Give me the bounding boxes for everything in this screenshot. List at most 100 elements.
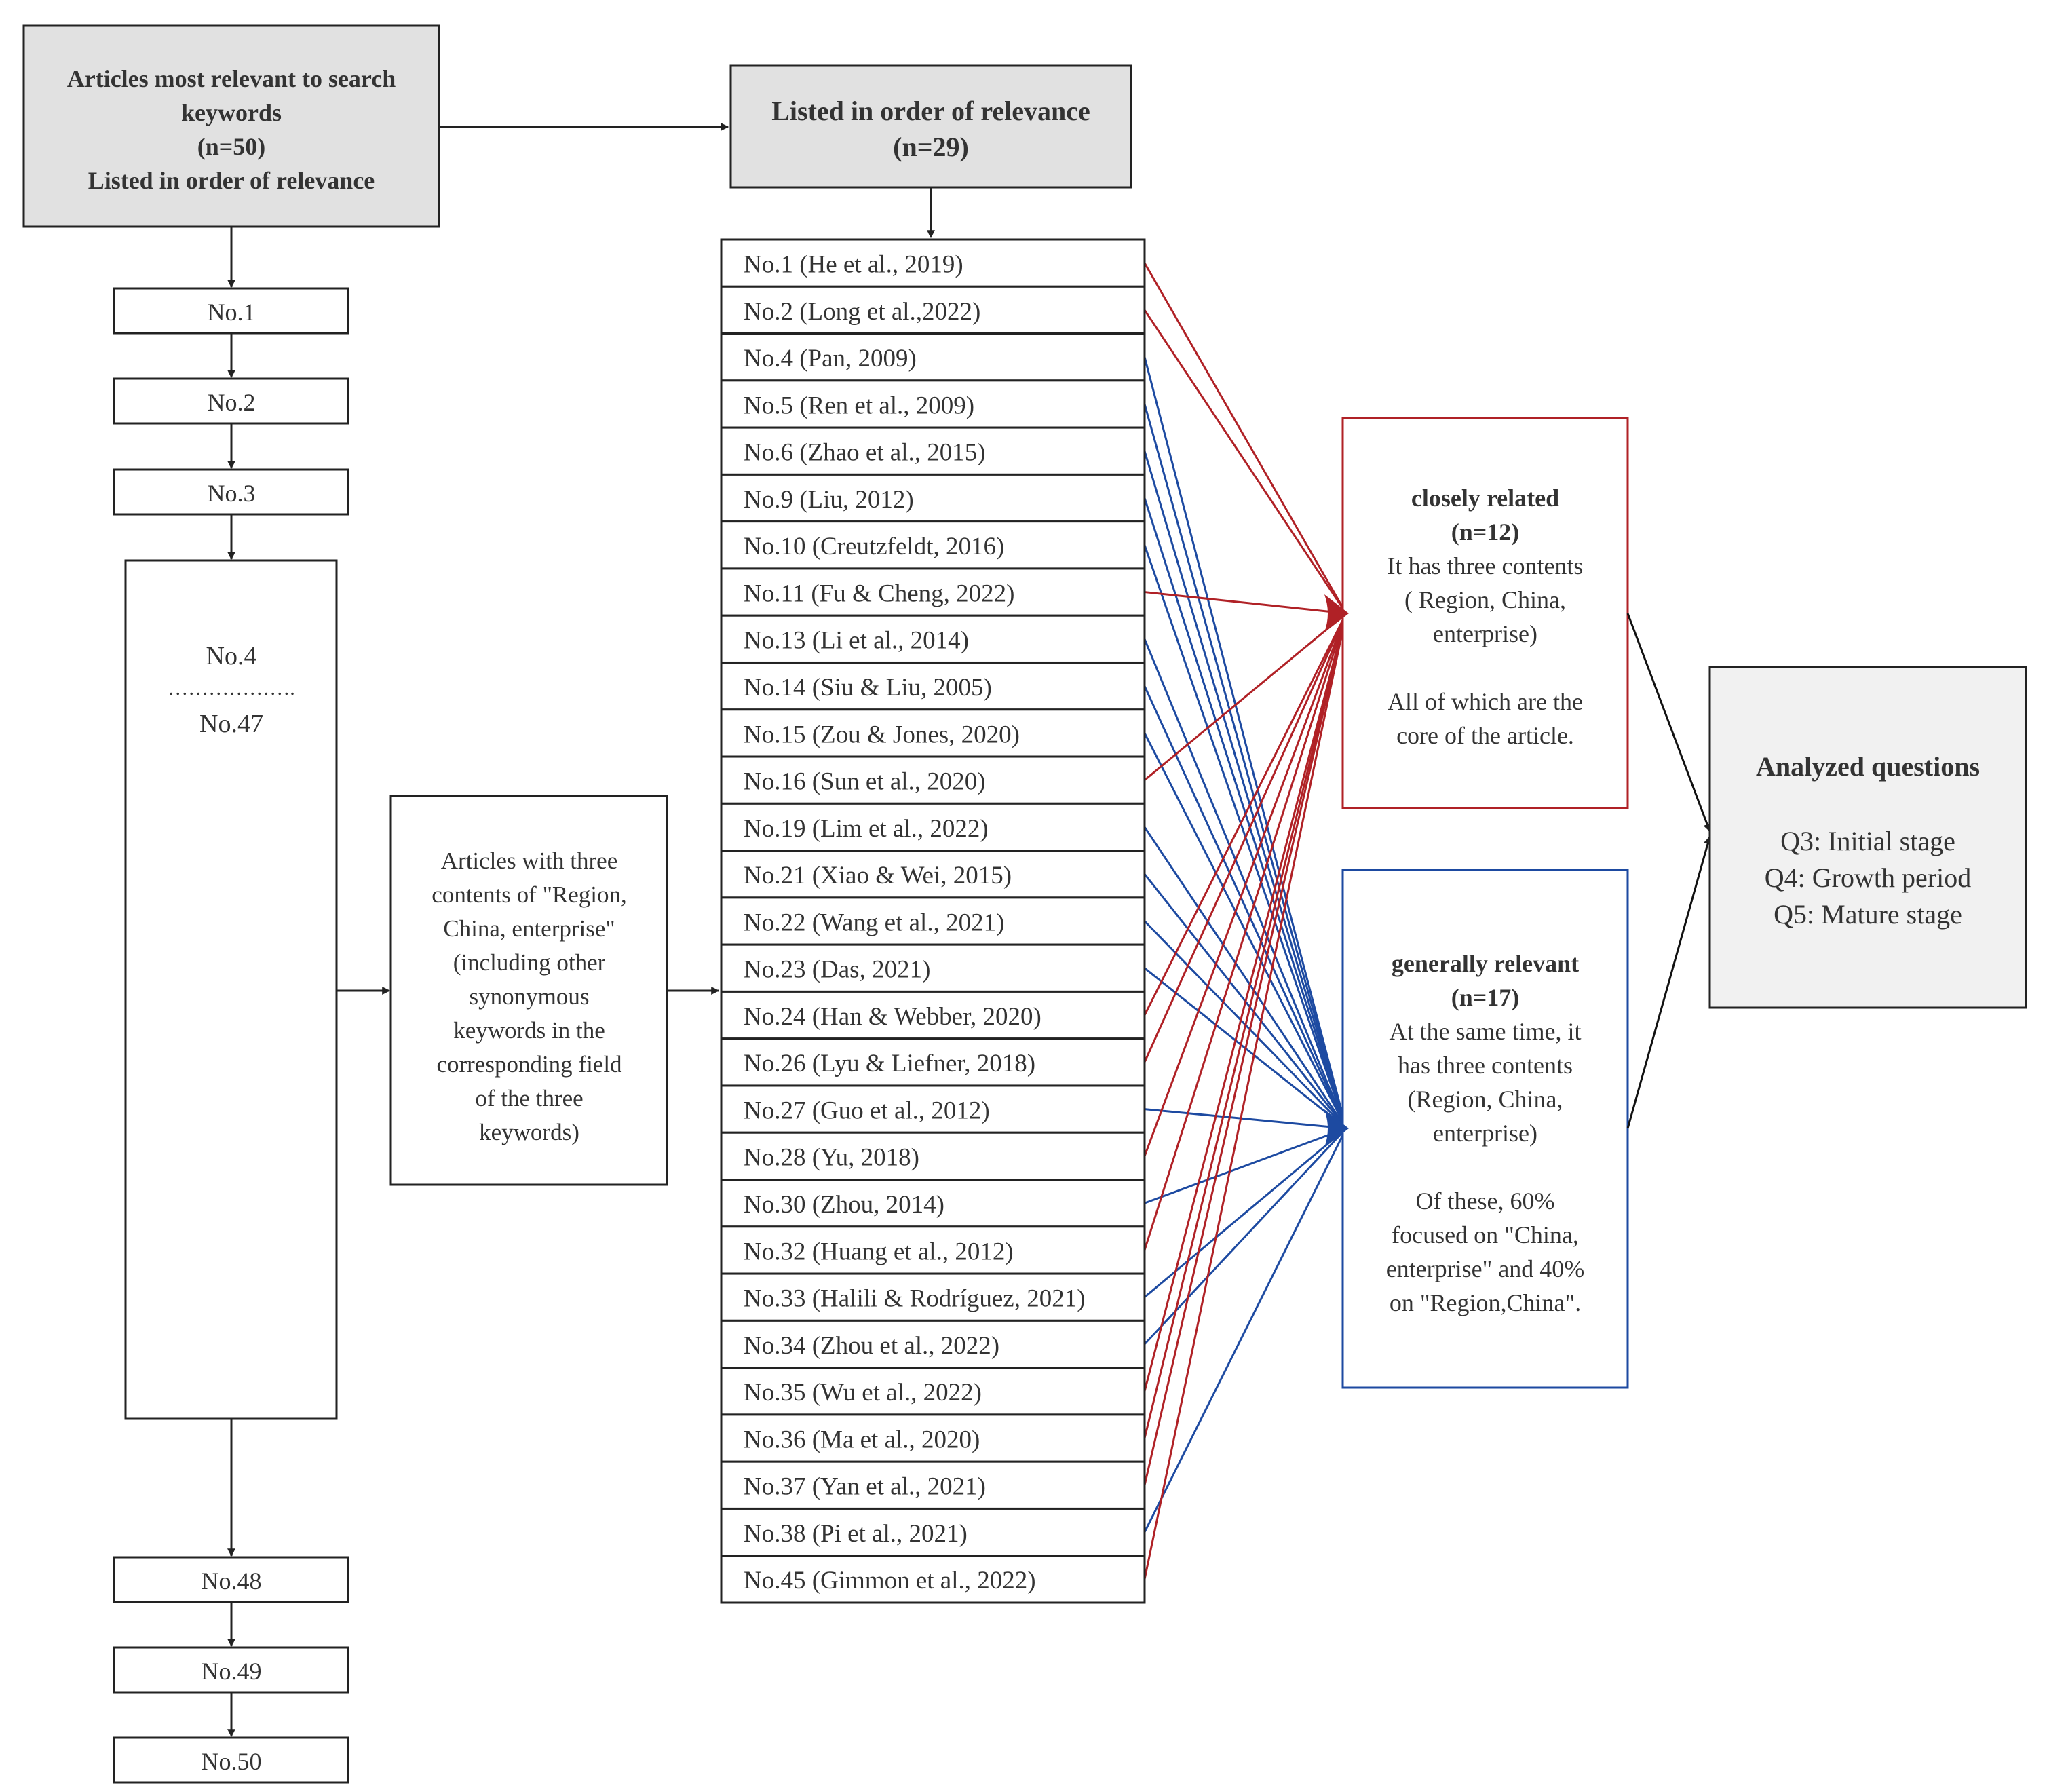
relevance-order-title: Listed in order of relevance (771, 96, 1090, 126)
article-row: No.36 (Ma et al., 2020) (720, 1413, 1146, 1463)
range-start-label: No.4 (206, 642, 257, 670)
fan-line-general (1143, 451, 1347, 1129)
fan-line-close (1143, 613, 1347, 1580)
article-row: No.45 (Gimmon et al., 2022) (720, 1555, 1146, 1604)
criteria-line: (including other (453, 949, 606, 976)
closely-related-line: core of the article. (1396, 722, 1574, 749)
fan-line-general (1143, 826, 1347, 1129)
article-label: No.22 (Wang et al., 2021) (744, 909, 1004, 936)
sequence-item: No.49 (113, 1646, 349, 1694)
relevance-order-count: (n=29) (893, 132, 969, 162)
sequence-item-label: No.49 (202, 1658, 262, 1685)
article-label: No.37 (Yan et al., 2021) (744, 1473, 986, 1501)
sequence-item: No.50 (113, 1736, 349, 1784)
criteria-line: China, enterprise" (443, 915, 615, 942)
generally-relevant-arrowhead (1324, 1109, 1349, 1147)
fan-line-close (1143, 262, 1347, 614)
closely-related-line: enterprise) (1433, 620, 1537, 647)
article-row: No.23 (Das, 2021) (720, 943, 1146, 993)
generally-relevant-count: (n=17) (1451, 984, 1520, 1011)
generally-relevant-box: generally relevant(n=17)At the same time… (1341, 869, 1629, 1389)
criteria-line: keywords) (479, 1119, 579, 1145)
fan-line-close (1143, 613, 1347, 1251)
article-row: No.13 (Li et al., 2014) (720, 614, 1146, 664)
generally-relevant-line: Of these, 60% (1416, 1187, 1555, 1215)
fan-line-close (1143, 613, 1347, 1157)
sequence-item-label: No.50 (202, 1748, 262, 1775)
criteria-line: of the three (475, 1085, 583, 1111)
fan-line-close (1143, 613, 1347, 1392)
article-label: No.10 (Creutzfeldt, 2016) (744, 533, 1004, 560)
fan-line-general (1144, 1127, 1347, 1204)
fan-line-close (1143, 613, 1347, 1438)
search-results-line: Articles most relevant to search (67, 65, 396, 92)
article-label: No.45 (Gimmon et al., 2022) (744, 1567, 1036, 1595)
article-label: No.4 (Pan, 2009) (744, 345, 917, 373)
sequence-item-label: No.1 (208, 299, 256, 326)
article-label: No.32 (Huang et al., 2012) (744, 1238, 1014, 1265)
article-label: No.21 (Xiao & Wei, 2015) (744, 862, 1012, 890)
article-label: No.24 (Han & Webber, 2020) (744, 1003, 1041, 1031)
article-row: No.10 (Creutzfeldt, 2016) (720, 520, 1146, 570)
fan-arrowheads (1324, 594, 1349, 1147)
generally-relevant-title: generally relevant (1392, 950, 1579, 977)
article-label: No.38 (Pi et al., 2021) (744, 1520, 968, 1548)
generally-relevant-line: on "Region,China". (1390, 1289, 1581, 1316)
analyzed-question: Q5: Mature stage (1774, 899, 1962, 930)
article-row: No.34 (Zhou et al., 2022) (720, 1319, 1146, 1369)
search-results-count: (n=50) (197, 133, 266, 160)
article-row: No.21 (Xiao & Wei, 2015) (720, 850, 1146, 899)
sequence-item: No.48 (113, 1556, 349, 1603)
arrow-general-to-analyzed (1626, 835, 1712, 1129)
article-label: No.11 (Fu & Cheng, 2022) (744, 579, 1014, 607)
article-label: No.36 (Ma et al., 2020) (744, 1426, 980, 1453)
relevance-fan-lines (1143, 262, 1347, 1580)
analyzed-title: Analyzed questions (1756, 751, 1980, 782)
closely-related-title: closely related (1411, 484, 1559, 512)
closely-related-line: ( Region, China, (1404, 586, 1566, 613)
search-results-box: Articles most relevant to search keyword… (22, 24, 440, 228)
fan-line-general (1143, 1128, 1347, 1533)
article-row: No.14 (Siu & Liu, 2005) (720, 661, 1146, 711)
fan-line-general (1143, 404, 1347, 1129)
article-row: No.19 (Lim et al., 2022) (720, 802, 1146, 852)
article-label: No.35 (Wu et al., 2022) (744, 1379, 982, 1407)
article-label: No.14 (Siu & Liu, 2005) (744, 674, 992, 702)
fan-line-close (1144, 612, 1347, 781)
article-row: No.16 (Sun et al., 2020) (720, 755, 1146, 805)
analyzed-question: Q3: Initial stage (1780, 826, 1955, 856)
search-results-line: keywords (181, 99, 282, 126)
article-label: No.15 (Zou & Jones, 2020) (744, 721, 1020, 748)
article-row: No.24 (Han & Webber, 2020) (720, 990, 1146, 1040)
closely-related-line: All of which are the (1388, 688, 1583, 715)
article-row: No.33 (Halili & Rodríguez, 2021) (720, 1272, 1146, 1322)
criteria-line: corresponding field (436, 1051, 622, 1078)
article-row: No.32 (Huang et al., 2012) (720, 1225, 1146, 1275)
generally-relevant-line: has three contents (1398, 1052, 1573, 1079)
article-row: No.30 (Zhou, 2014) (720, 1179, 1146, 1228)
sequence-item-label: No.2 (208, 389, 256, 416)
closely-related-count: (n=12) (1451, 518, 1520, 546)
fan-line-general (1143, 356, 1347, 1129)
generally-relevant-line: enterprise) (1433, 1120, 1537, 1147)
search-results-line: Listed in order of relevance (88, 167, 375, 194)
article-label: No.19 (Lim et al., 2022) (744, 815, 989, 843)
generally-relevant-line: focused on "China, (1392, 1221, 1579, 1248)
article-label: No.26 (Lyu & Liefner, 2018) (744, 1050, 1035, 1078)
fan-line-close (1144, 591, 1347, 615)
fan-line-close (1143, 309, 1347, 614)
article-label: No.34 (Zhou et al., 2022) (744, 1332, 999, 1360)
article-row: No.15 (Zou & Jones, 2020) (720, 708, 1146, 758)
article-row: No.4 (Pan, 2009) (720, 332, 1146, 382)
range-dots: ………………. (168, 677, 295, 700)
fan-line-close (1143, 613, 1347, 1016)
sequence-item: No.3 (113, 468, 349, 516)
criteria-line: contents of "Region, (432, 881, 626, 908)
article-row: No.5 (Ren et al., 2009) (720, 379, 1146, 429)
article-row: No.26 (Lyu & Liefner, 2018) (720, 1037, 1146, 1087)
article-label: No.1 (He et al., 2019) (744, 250, 963, 278)
article-row: No.9 (Liu, 2012) (720, 473, 1146, 523)
sequence-item: No.2 (113, 377, 349, 425)
